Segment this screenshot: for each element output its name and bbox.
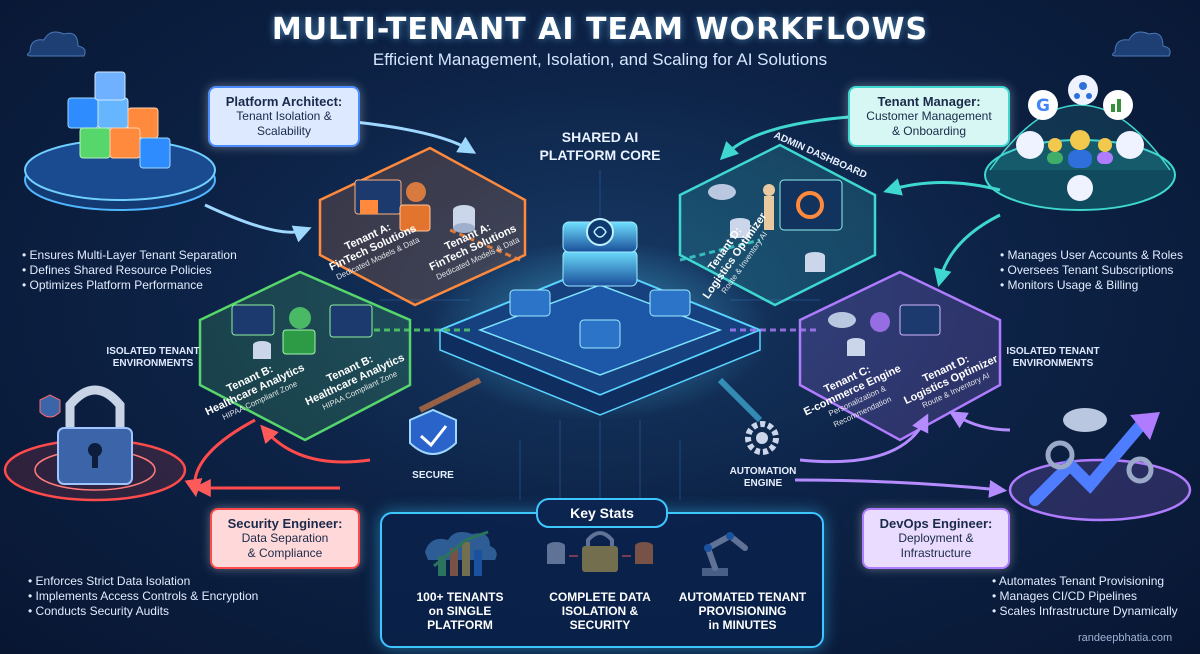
stat-line: on SINGLE xyxy=(428,604,492,618)
tenant-b-platform xyxy=(198,270,412,442)
key-stats-heading: Key Stats xyxy=(536,498,668,528)
isolated-left-line2: ENVIRONMENTS xyxy=(112,358,194,369)
stat-tenants: 100+ TENANTS on SINGLE PLATFORM xyxy=(400,590,520,632)
isolated-right-line2: ENVIRONMENTS xyxy=(1012,358,1094,369)
corner-cloud-right-icon xyxy=(1111,31,1171,57)
list-item: Manages CI/CD Pipelines xyxy=(992,589,1192,604)
list-item: Conducts Security Audits xyxy=(28,604,278,619)
stat-line: AUTOMATED TENANT xyxy=(678,590,807,604)
stat-line: PLATFORM xyxy=(427,618,493,632)
role-manager-line1: Customer Management xyxy=(866,109,992,123)
role-security-box: Security Engineer: Data Separation & Com… xyxy=(210,508,360,569)
core-label-line1: SHARED AI xyxy=(561,129,639,145)
watermark: randeepbhatia.com xyxy=(1078,632,1172,644)
role-architect-line2: Scalability xyxy=(256,124,312,138)
core-label: SHARED AI PLATFORM CORE xyxy=(520,128,680,164)
role-security-line1: Data Separation xyxy=(241,531,329,545)
stat-isolation: COMPLETE DATA ISOLATION & SECURITY xyxy=(535,590,665,632)
watermark-text: randeepbhatia.com xyxy=(1078,632,1173,644)
tenant-a-platform xyxy=(318,146,527,307)
role-manager-box: Tenant Manager: Customer Management & On… xyxy=(848,86,1010,147)
automation-engine-label: AUTOMATION ENGINE xyxy=(720,466,806,490)
list-item: Enforces Strict Data Isolation xyxy=(28,574,278,589)
isolated-right-line1: ISOLATED TENANT xyxy=(1006,346,1100,357)
key-stats-panel xyxy=(380,512,824,648)
role-devops-title: DevOps Engineer: xyxy=(879,516,993,531)
automation-line1: AUTOMATION xyxy=(729,466,797,477)
architect-cube-stack xyxy=(24,71,216,211)
role-architect-title: Platform Architect: xyxy=(225,94,343,109)
automation-line2: ENGINE xyxy=(743,478,783,489)
core-label-line2: PLATFORM CORE xyxy=(539,147,661,163)
secure-shield-icon xyxy=(409,408,457,455)
role-devops-box: DevOps Engineer: Deployment & Infrastruc… xyxy=(862,508,1010,569)
stat-line: COMPLETE DATA xyxy=(549,590,651,604)
workflow-arrows xyxy=(184,113,1011,498)
data-streams xyxy=(370,228,820,423)
automation-gear-icon xyxy=(745,421,779,455)
role-manager-title: Tenant Manager: xyxy=(877,94,981,109)
list-item: Oversees Tenant Subscriptions xyxy=(1000,263,1190,278)
list-item: Implements Access Controls & Encryption xyxy=(28,589,278,604)
stat-line: 100+ TENANTS xyxy=(416,590,504,604)
devops-bullets: Automates Tenant Provisioning Manages CI… xyxy=(992,574,1192,619)
list-item: Ensures Multi-Layer Tenant Separation xyxy=(22,248,262,263)
list-item: Optimizes Platform Performance xyxy=(22,278,262,293)
manager-dome: G xyxy=(984,75,1176,211)
role-security-line2: & Compliance xyxy=(247,546,323,560)
isolated-env-right-label: ISOLATED TENANT ENVIRONMENTS xyxy=(998,346,1108,370)
list-item: Monitors Usage & Billing xyxy=(1000,278,1190,293)
page-title: MULTI-TENANT AI TEAM WORKFLOWS xyxy=(271,12,929,47)
role-architect-line1: Tenant Isolation & xyxy=(236,109,332,123)
list-item: Defines Shared Resource Policies xyxy=(22,263,262,278)
tenant-c-platform xyxy=(798,270,1002,442)
architect-bullets: Ensures Multi-Layer Tenant Separation De… xyxy=(22,248,262,293)
role-manager-line2: & Onboarding xyxy=(891,124,967,138)
stat-line: PROVISIONING xyxy=(698,604,787,618)
platform-core-stack xyxy=(437,218,763,416)
tenant-d-top-platform xyxy=(678,143,877,307)
isolated-left-line1: ISOLATED TENANT xyxy=(106,346,200,357)
svg-text:G: G xyxy=(1036,96,1050,116)
isolated-env-left-label: ISOLATED TENANT ENVIRONMENTS xyxy=(98,346,208,370)
stat-line: SECURITY xyxy=(569,618,631,632)
role-devops-line1: Deployment & xyxy=(898,531,974,545)
page-subtitle: Efficient Management, Isolation, and Sca… xyxy=(372,50,828,69)
secure-label: SECURE xyxy=(412,470,454,481)
corner-cloud-left-icon xyxy=(26,31,86,57)
devops-growth xyxy=(1008,408,1192,522)
role-devops-line2: Infrastructure xyxy=(900,546,972,560)
security-lock xyxy=(3,385,187,502)
stat-provisioning: AUTOMATED TENANT PROVISIONING in MINUTES xyxy=(675,590,810,632)
stat-line: ISOLATION & xyxy=(561,604,639,618)
role-security-title: Security Engineer: xyxy=(227,516,343,531)
security-bullets: Enforces Strict Data Isolation Implement… xyxy=(28,574,278,619)
manager-bullets: Manages User Accounts & Roles Oversees T… xyxy=(1000,248,1190,293)
role-architect-box: Platform Architect: Tenant Isolation & S… xyxy=(208,86,360,147)
list-item: Automates Tenant Provisioning xyxy=(992,574,1192,589)
list-item: Manages User Accounts & Roles xyxy=(1000,248,1190,263)
list-item: Scales Infrastructure Dynamically xyxy=(992,604,1192,619)
stat-line: in MINUTES xyxy=(708,618,777,632)
